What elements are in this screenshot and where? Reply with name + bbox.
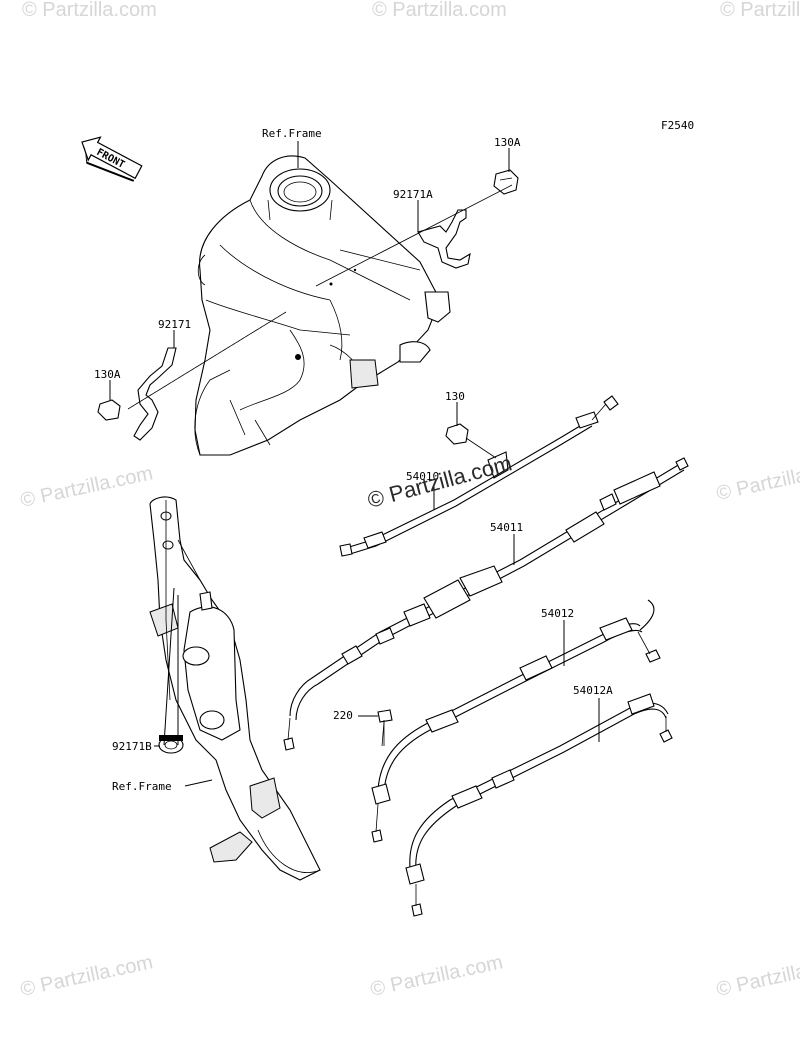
label-130a-left: 130A [94, 368, 121, 381]
front-arrow-icon: FRONT [81, 136, 143, 182]
cable-54010 [339, 395, 619, 557]
bolt-130 [445, 423, 469, 445]
clamp-92171b [158, 735, 184, 754]
cable-holder-92171a [417, 209, 471, 269]
leader-lines [109, 141, 600, 787]
label-220: 220 [333, 709, 353, 722]
cable-54012a [405, 693, 673, 917]
watermark: © Partzilla.com [714, 951, 800, 1001]
part-220 [377, 709, 393, 747]
label-ref-frame-bottom: Ref.Frame [112, 780, 172, 793]
label-54010: 54010 [406, 470, 439, 483]
watermark: © Partzilla.com [22, 0, 157, 21]
label-92171a: 92171A [393, 188, 433, 201]
watermark: © Partzilla.com [372, 0, 507, 21]
figure-code: F2540 [661, 119, 694, 132]
part-labels: Ref.Frame 130A 92171A 92171 130A 130 540… [94, 127, 613, 793]
label-ref-frame-top: Ref.Frame [262, 127, 322, 140]
bolt-130a-left [97, 399, 121, 421]
watermark-center: © Partzilla.com [365, 450, 515, 513]
bolt-130a-top [493, 169, 519, 195]
watermark: © Partzilla.com [368, 951, 504, 1001]
label-54011: 54011 [490, 521, 523, 534]
label-54012a: 54012A [573, 684, 613, 697]
cable-holder-92171 [133, 347, 177, 441]
cable-54012 [371, 599, 661, 843]
watermark: © Partzilla.com [18, 462, 154, 512]
label-54012: 54012 [541, 607, 574, 620]
lower-frame [149, 496, 321, 881]
watermark: © Partzilla.com [720, 0, 800, 21]
label-92171b: 92171B [112, 740, 152, 753]
label-92171: 92171 [158, 318, 191, 331]
watermark: © Partzilla.com [18, 951, 154, 1001]
upper-frame [194, 155, 451, 456]
label-130: 130 [445, 390, 465, 403]
watermark: © Partzilla.com [714, 455, 800, 505]
label-130a-top: 130A [494, 136, 521, 149]
cable-54011 [283, 457, 689, 751]
